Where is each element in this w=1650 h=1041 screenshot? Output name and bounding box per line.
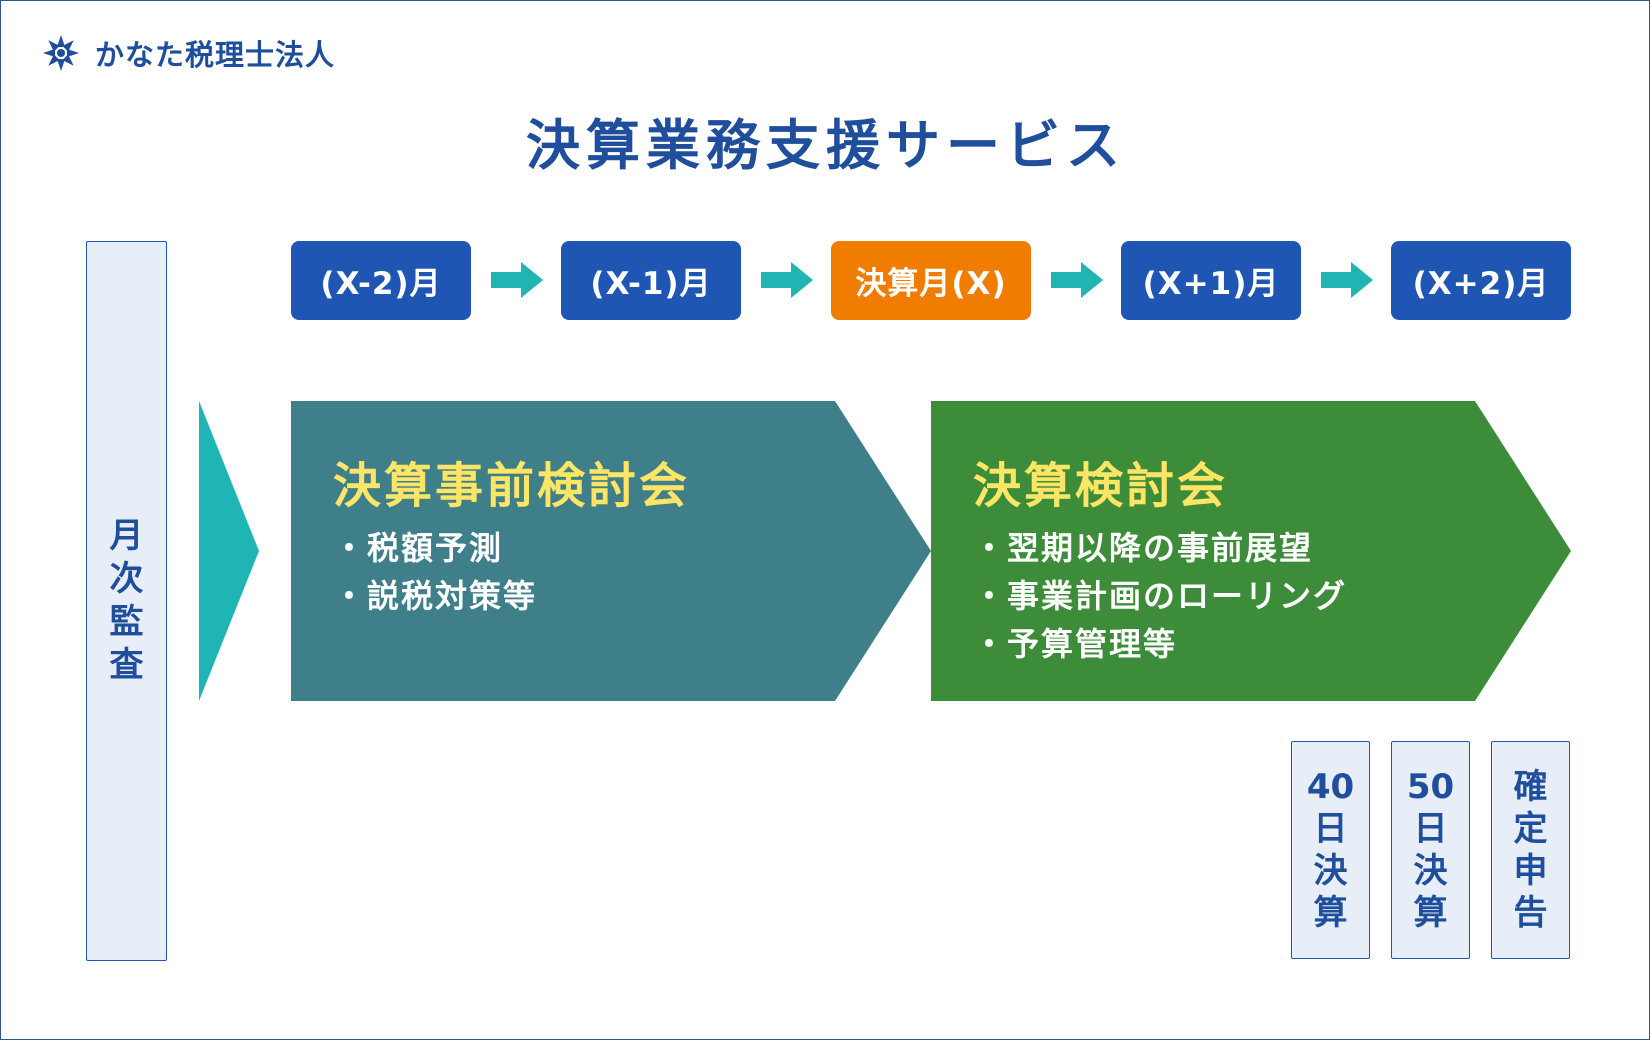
review-list: ・翌期以降の事前展望 ・事業計画のローリング ・予算管理等 [973,524,1347,668]
monthly-audit-char: 月 [109,516,144,556]
deadline-char: 定 [1513,809,1548,849]
deadline-char: 決 [1413,851,1448,891]
arrow-right-icon [761,262,813,298]
deadline-char: 決 [1313,851,1348,891]
brand-logo: かなた税理士法人 [41,31,335,75]
deadline-number: 40 [1306,767,1355,807]
review-title: 決算検討会 [973,458,1229,514]
monthly-audit-char: 次 [109,559,144,599]
brand-name: かなた税理士法人 [95,38,336,72]
arrow-right-icon [1321,262,1373,298]
month-x-plus-2: (X+2)月 [1391,241,1571,320]
deadline-char: 申 [1513,851,1548,891]
page-title: 決算業務支援サービス [526,114,1126,177]
review-chevron [931,401,1571,701]
list-item: ・税額予測 [333,529,504,567]
month-closing: 決算月(X) [831,241,1031,320]
triangle-arrow-icon [199,401,259,701]
month-x-minus-1: (X-1)月 [561,241,741,320]
list-item: ・翌期以降の事前展望 [973,529,1314,567]
month-x-plus-1: (X+1)月 [1121,241,1301,320]
arrow-right-icon [491,262,543,298]
month-x-minus-2: (X-2)月 [291,241,471,320]
deadline-char: 算 [1313,893,1348,933]
list-item: ・予算管理等 [973,625,1178,663]
monthly-audit-char: 監 [109,602,144,642]
deadline-char: 日 [1313,809,1348,849]
deadline-40-day: 40 日 決 算 [1291,741,1370,959]
deadline-char: 算 [1413,893,1448,933]
deadline-50-day: 50 日 決 算 [1391,741,1470,959]
arrow-right-icon [1051,262,1103,298]
list-item: ・事業計画のローリング [973,577,1348,615]
deadline-number: 50 [1406,767,1455,807]
pre-review-chevron [291,401,931,701]
deadline-char: 確 [1513,767,1548,807]
list-item: ・説税対策等 [333,577,538,615]
pre-review-title: 決算事前検討会 [333,458,691,514]
pre-review-list: ・税額予測 ・説税対策等 [333,524,537,620]
deadline-char: 告 [1513,893,1548,933]
monthly-audit-box: 月 次 監 査 [86,241,167,961]
kanata-logo-icon [43,35,79,71]
deadline-tax-return: 確 定 申 告 [1491,741,1570,959]
deadline-char: 日 [1413,809,1448,849]
monthly-audit-char: 査 [109,645,144,685]
